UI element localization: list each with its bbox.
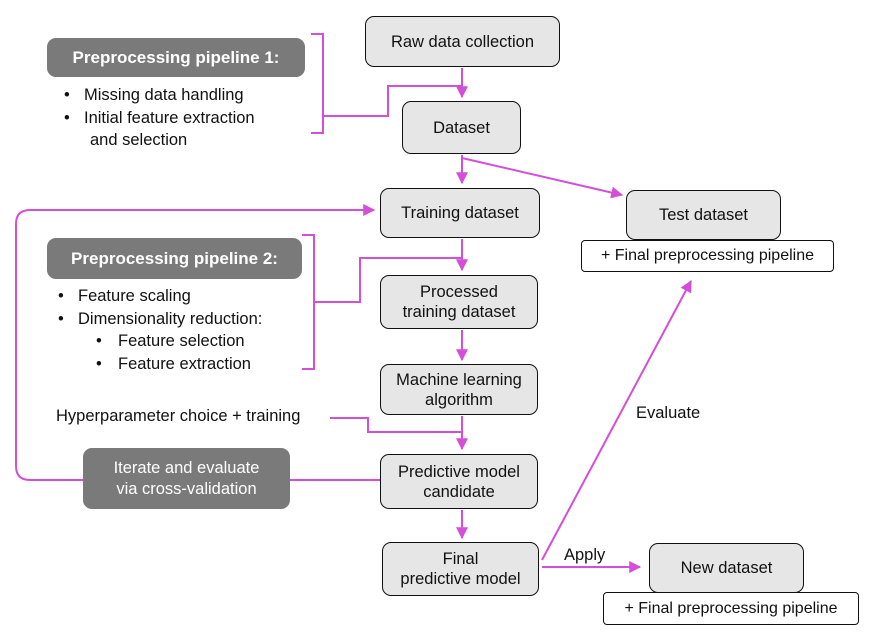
bracket-pipeline1 <box>311 33 324 134</box>
evaluate-label: Evaluate <box>636 404 701 422</box>
pipeline-1-item: Initial feature extraction <box>58 107 255 130</box>
connector-pipeline2 <box>314 257 462 303</box>
final-preprocessing-pipeline-new-label: + Final preprocessing pipeline <box>624 599 838 617</box>
processed-training-dataset-label: Processed training dataset <box>402 283 516 321</box>
training-dataset-label: Training dataset <box>401 204 519 222</box>
arrow-evaluate <box>541 279 692 561</box>
hyperparameter-label: Hyperparameter choice + training <box>56 407 301 425</box>
new-dataset-label: New dataset <box>680 559 773 577</box>
bracket-pipeline2 <box>302 234 315 370</box>
processed-training-dataset-box: Processed training dataset <box>380 275 538 329</box>
final-preprocessing-pipeline-new-box: + Final preprocessing pipeline <box>603 592 859 625</box>
training-dataset-box: Training dataset <box>380 188 540 238</box>
machine-learning-algorithm-label: Machine learning algorithm <box>396 370 522 409</box>
predictive-model-candidate-label: Predictive model candidate <box>398 462 520 501</box>
test-dataset-label: Test dataset <box>659 206 748 224</box>
final-predictive-model-label: Final predictive model <box>400 550 521 588</box>
final-predictive-model-box: Final predictive model <box>382 542 539 596</box>
dataset-label: Dataset <box>433 118 490 137</box>
pipeline-2-item: Dimensionality reduction: <box>52 308 262 331</box>
arrow-dataset-to-test <box>461 157 624 199</box>
preprocessing-pipeline-1-title: Preprocessing pipeline 1: <box>47 38 305 77</box>
machine-learning-algorithm-box: Machine learning algorithm <box>380 364 538 415</box>
final-preprocessing-pipeline-test-box: + Final preprocessing pipeline <box>581 240 834 272</box>
raw-data-collection-label: Raw data collection <box>390 32 535 51</box>
dataset-box: Dataset <box>402 101 521 154</box>
preprocessing-pipeline-2-title-label: Preprocessing pipeline 2: <box>71 249 278 268</box>
connector-pipeline1 <box>323 85 462 117</box>
pipeline-2-subitem: Feature extraction <box>52 353 262 376</box>
preprocessing-pipeline-2-title: Preprocessing pipeline 2: <box>47 238 302 279</box>
iterate-evaluate-label: Iterate and evaluate via cross-validatio… <box>113 458 260 498</box>
preprocessing-pipeline-1-title-label: Preprocessing pipeline 1: <box>72 48 280 67</box>
new-dataset-box: New dataset <box>649 543 804 593</box>
pipeline-1-item: Missing data handling <box>58 84 255 107</box>
predictive-model-candidate-box: Predictive model candidate <box>380 454 538 509</box>
preprocessing-pipeline-1-list: Missing data handling Initial feature ex… <box>58 84 255 129</box>
preprocessing-pipeline-2-list: Feature scaling Dimensionality reduction… <box>52 285 262 375</box>
arrow-iterate-loop <box>15 210 380 481</box>
pipeline-2-item: Feature scaling <box>52 285 262 308</box>
pipeline-1-item-continuation: and selection <box>90 131 188 149</box>
apply-label: Apply <box>564 546 606 564</box>
connector-hyperparameter <box>330 417 462 433</box>
final-preprocessing-pipeline-test-label: + Final preprocessing pipeline <box>600 247 814 264</box>
iterate-evaluate-box: Iterate and evaluate via cross-validatio… <box>83 448 290 509</box>
test-dataset-box: Test dataset <box>626 190 781 240</box>
pipeline-2-subitem: Feature selection <box>52 330 262 353</box>
raw-data-collection-box: Raw data collection <box>365 16 560 67</box>
